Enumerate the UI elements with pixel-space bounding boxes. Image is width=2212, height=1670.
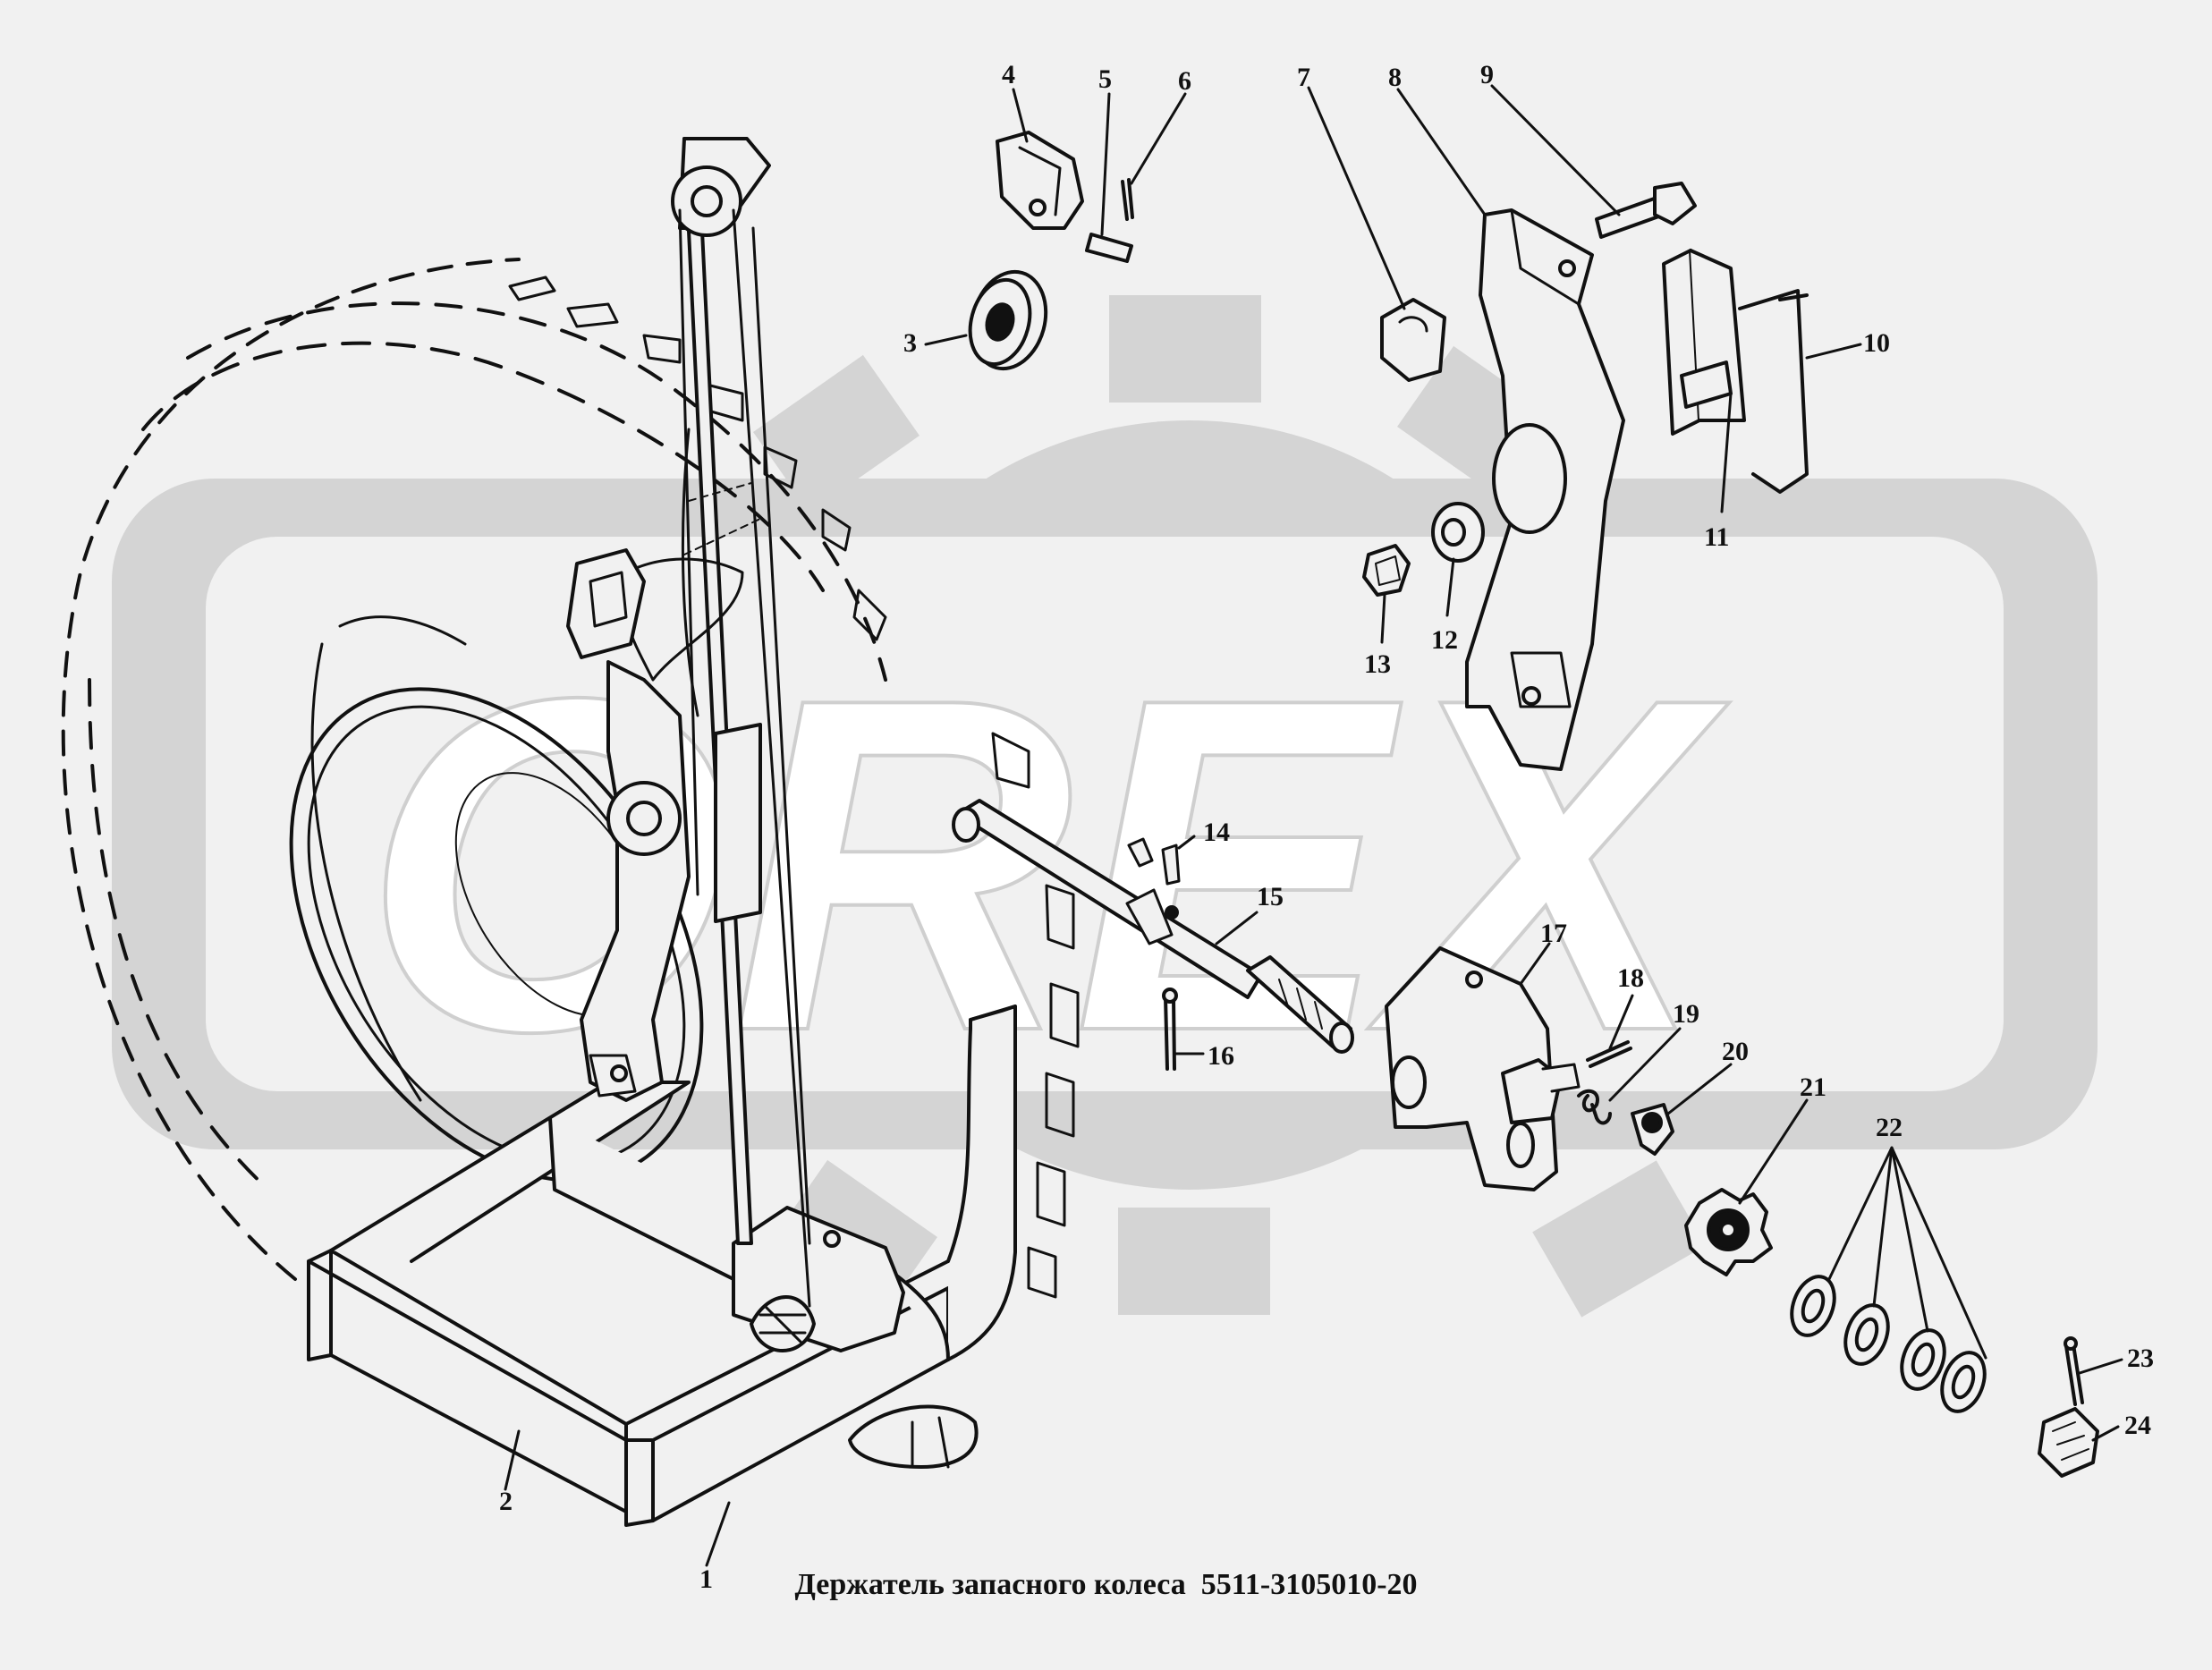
callout-20: 20 — [1722, 1037, 1749, 1066]
part-15-shaft — [952, 799, 1354, 1054]
leader-14 — [1177, 835, 1196, 850]
callout-24: 24 — [2124, 1411, 2151, 1440]
leader-3 — [924, 334, 968, 346]
callout-2: 2 — [499, 1487, 513, 1516]
leader-1 — [705, 1501, 731, 1567]
part-16-pin — [1162, 988, 1178, 1071]
leader-5 — [1100, 92, 1111, 236]
leader-17 — [1519, 942, 1551, 986]
leader-23 — [2078, 1358, 2123, 1375]
part-5-pin — [1085, 233, 1133, 263]
leader-22 — [1827, 1146, 1987, 1360]
leader-18 — [1608, 994, 1634, 1050]
callout-19: 19 — [1673, 999, 1699, 1029]
winch-mechanism — [732, 1206, 979, 1469]
part-21-sprocket — [1684, 1188, 1773, 1276]
leader-9 — [1490, 84, 1621, 216]
leader-2 — [504, 1429, 521, 1491]
part-14-screw — [1127, 837, 1181, 886]
callout-17: 17 — [1540, 919, 1567, 948]
part-3-pulley — [968, 269, 1048, 371]
part-24-castle-nut — [2038, 1407, 2099, 1478]
callout-8: 8 — [1388, 63, 1402, 92]
callout-23: 23 — [2127, 1344, 2154, 1373]
leader-24 — [2091, 1425, 2120, 1442]
callout-21: 21 — [1800, 1072, 1826, 1102]
callout-7: 7 — [1297, 63, 1310, 92]
leader-13 — [1380, 593, 1386, 644]
leader-4 — [1012, 88, 1029, 143]
leader-8 — [1396, 88, 1487, 216]
installed-bracket — [566, 548, 762, 1102]
callout-numbers: 1 2 3 4 5 6 7 8 9 10 11 12 13 14 15 16 1… — [499, 60, 2154, 1594]
callout-5: 5 — [1098, 64, 1112, 94]
part-6-cotter — [1121, 178, 1134, 221]
part-7-clip — [1380, 298, 1446, 382]
callout-12: 12 — [1431, 625, 1458, 655]
callout-9: 9 — [1480, 60, 1494, 89]
part-13-nut — [1362, 544, 1411, 597]
callout-18: 18 — [1617, 963, 1644, 993]
callout-3: 3 — [903, 328, 917, 358]
part-22-washers — [1790, 1275, 1987, 1413]
leader-19 — [1608, 1027, 1682, 1102]
spare-wheel-outline — [61, 258, 1080, 1299]
callout-10: 10 — [1863, 328, 1890, 358]
callout-22: 22 — [1876, 1113, 1903, 1142]
callout-4: 4 — [1002, 60, 1015, 89]
callout-1: 1 — [699, 1564, 713, 1594]
part-4-bracket — [996, 131, 1084, 230]
callout-15: 15 — [1257, 882, 1284, 911]
part-17-mount — [1385, 946, 1581, 1191]
part-9-bolt — [1595, 182, 1697, 239]
leader-10 — [1805, 343, 1862, 360]
leader-7 — [1307, 86, 1406, 310]
vertical-post — [622, 137, 811, 1308]
leader-11 — [1720, 392, 1733, 513]
drawing-caption: Держатель запасного колеса 5511-3105010-… — [794, 1568, 1418, 1601]
part-12-washer — [1431, 502, 1485, 563]
part-20-latch — [1631, 1103, 1674, 1156]
leader-lines — [504, 84, 2123, 1567]
callout-16: 16 — [1208, 1041, 1234, 1071]
base-frame — [307, 1005, 1017, 1527]
leader-20 — [1666, 1063, 1733, 1115]
callout-14: 14 — [1203, 818, 1230, 847]
part-8-lever-bracket — [1465, 208, 1625, 771]
part-23-cotter — [2064, 1336, 2084, 1406]
leader-21 — [1738, 1098, 1809, 1205]
leader-12 — [1445, 557, 1455, 617]
callout-13: 13 — [1364, 649, 1391, 679]
callout-11: 11 — [1704, 522, 1729, 552]
part-18-pin — [1586, 1040, 1632, 1068]
leader-15 — [1215, 911, 1259, 945]
part-10-clamp — [1662, 249, 1809, 494]
callout-6: 6 — [1178, 66, 1191, 96]
leader-6 — [1130, 92, 1187, 185]
part-19-spring — [1577, 1089, 1612, 1125]
